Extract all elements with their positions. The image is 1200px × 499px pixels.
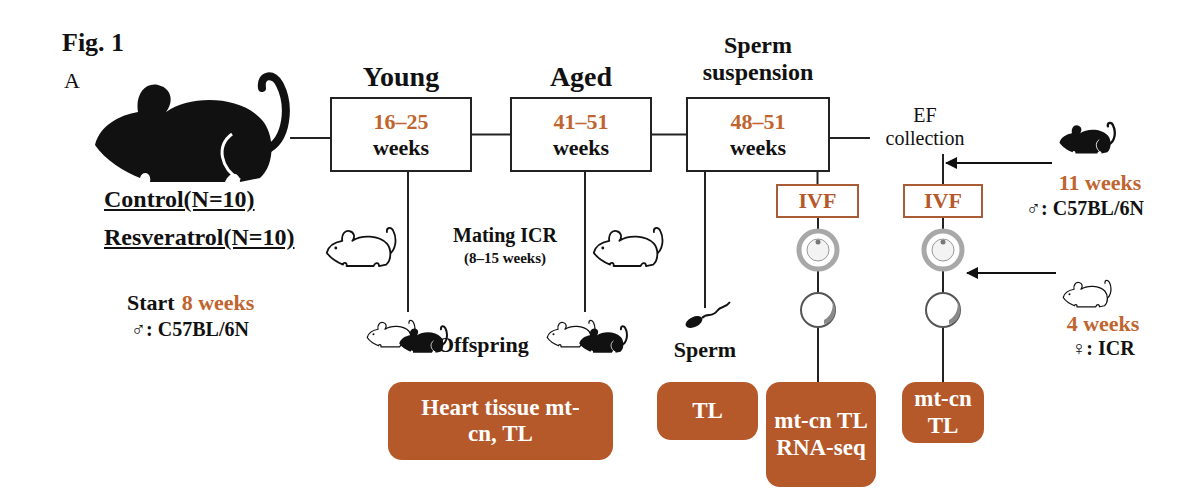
black-mouse: [95, 76, 286, 182]
embryo-outline: [926, 293, 960, 327]
oocyte-cell: [932, 239, 954, 261]
white-mouse: [594, 228, 663, 266]
embryo-crescent: [824, 300, 835, 324]
group-name: Resveratrol(N=10): [104, 224, 295, 252]
chain-line: [817, 327, 819, 382]
sperm-label: Sperm: [674, 337, 736, 362]
group-name: Control(N=10): [104, 186, 255, 214]
strain-text: ♂: C57BL/6N: [131, 318, 249, 341]
branch-line: [584, 172, 586, 312]
age-text: 11 weeks: [1059, 170, 1142, 195]
ivf-box: IVF: [776, 184, 859, 218]
age-text: 4 weeks: [1067, 311, 1140, 336]
mating-age: (8–15 weeks): [464, 250, 546, 267]
sperm-head: [684, 314, 705, 331]
input-arrow: [946, 162, 1052, 164]
chain-line: [942, 327, 944, 382]
offspring-label: Offspring: [437, 332, 529, 357]
result-box: mt-cn TL: [902, 382, 984, 443]
oocyte: [799, 231, 837, 269]
timeline-box: Young16–25weeks: [330, 97, 472, 172]
timeline-line: [290, 137, 330, 139]
box-text: 48–51: [731, 109, 786, 134]
oocyte-body: [816, 240, 821, 245]
box-text: 16–25: [374, 109, 429, 134]
box-text: TL: [692, 398, 723, 424]
mating-text: Mating ICR: [453, 224, 557, 247]
white-mouse: [327, 228, 396, 266]
embryo-outline: [801, 293, 835, 327]
result-box: Heart tissue mt-cn, TL: [388, 382, 613, 460]
result-box: mt-cn TL RNA-seq: [766, 382, 876, 487]
chain-line: [942, 270, 944, 293]
box-text: IVF: [924, 188, 962, 213]
chain-line: [942, 154, 944, 184]
chain-line: [817, 218, 819, 230]
oocyte-zona: [799, 231, 837, 269]
chain-line: [817, 270, 819, 293]
white-mouse: [1063, 280, 1111, 306]
box-text: Heart tissue mt-cn, TL: [421, 395, 581, 448]
start-text: Start: [127, 290, 175, 315]
box-text: mt-cn TL: [912, 386, 974, 439]
box-text: 41–51: [554, 109, 609, 134]
chain-line: [942, 218, 944, 230]
oocyte: [924, 231, 962, 269]
embryo: [801, 293, 835, 327]
sperm-tail: [702, 302, 730, 318]
input-arrow: [967, 272, 1056, 274]
embryo: [926, 293, 960, 327]
oocyte-cell: [807, 239, 829, 261]
strain-text: ♀: ICR: [1071, 337, 1134, 360]
timeline-line: [830, 137, 870, 139]
embryo-crescent: [949, 300, 960, 324]
box-text: weeks: [730, 135, 786, 160]
timeline-box: Sperm suspension48–51weeks: [686, 97, 830, 172]
connector: [472, 134, 510, 136]
age-text: 8 weeks: [182, 290, 255, 315]
connector: [652, 134, 686, 136]
black-mouse: [579, 326, 627, 352]
timeline-box: Aged41–51weeks: [510, 97, 652, 172]
box-heading: Young: [363, 61, 439, 93]
box-text: IVF: [799, 188, 837, 213]
box-text: mt-cn TL RNA-seq: [774, 408, 868, 461]
oocyte-zona: [924, 231, 962, 269]
connector: [817, 172, 819, 184]
branch-line: [704, 172, 706, 308]
box-heading: Aged: [550, 61, 612, 93]
black-mouse: [1059, 123, 1114, 154]
box-heading: Sperm suspension: [701, 32, 816, 87]
strain-text: ♂: C57BL/6N: [1026, 197, 1144, 220]
ivf-box: IVF: [903, 184, 983, 218]
panel-letter: A: [64, 68, 80, 93]
box-text: weeks: [373, 135, 429, 160]
step-label: EF collection: [884, 104, 967, 150]
figure-label: Fig. 1: [62, 28, 124, 58]
branch-line: [407, 172, 409, 312]
result-box: TL: [657, 382, 758, 440]
box-text: weeks: [553, 135, 609, 160]
oocyte-body: [941, 240, 946, 245]
